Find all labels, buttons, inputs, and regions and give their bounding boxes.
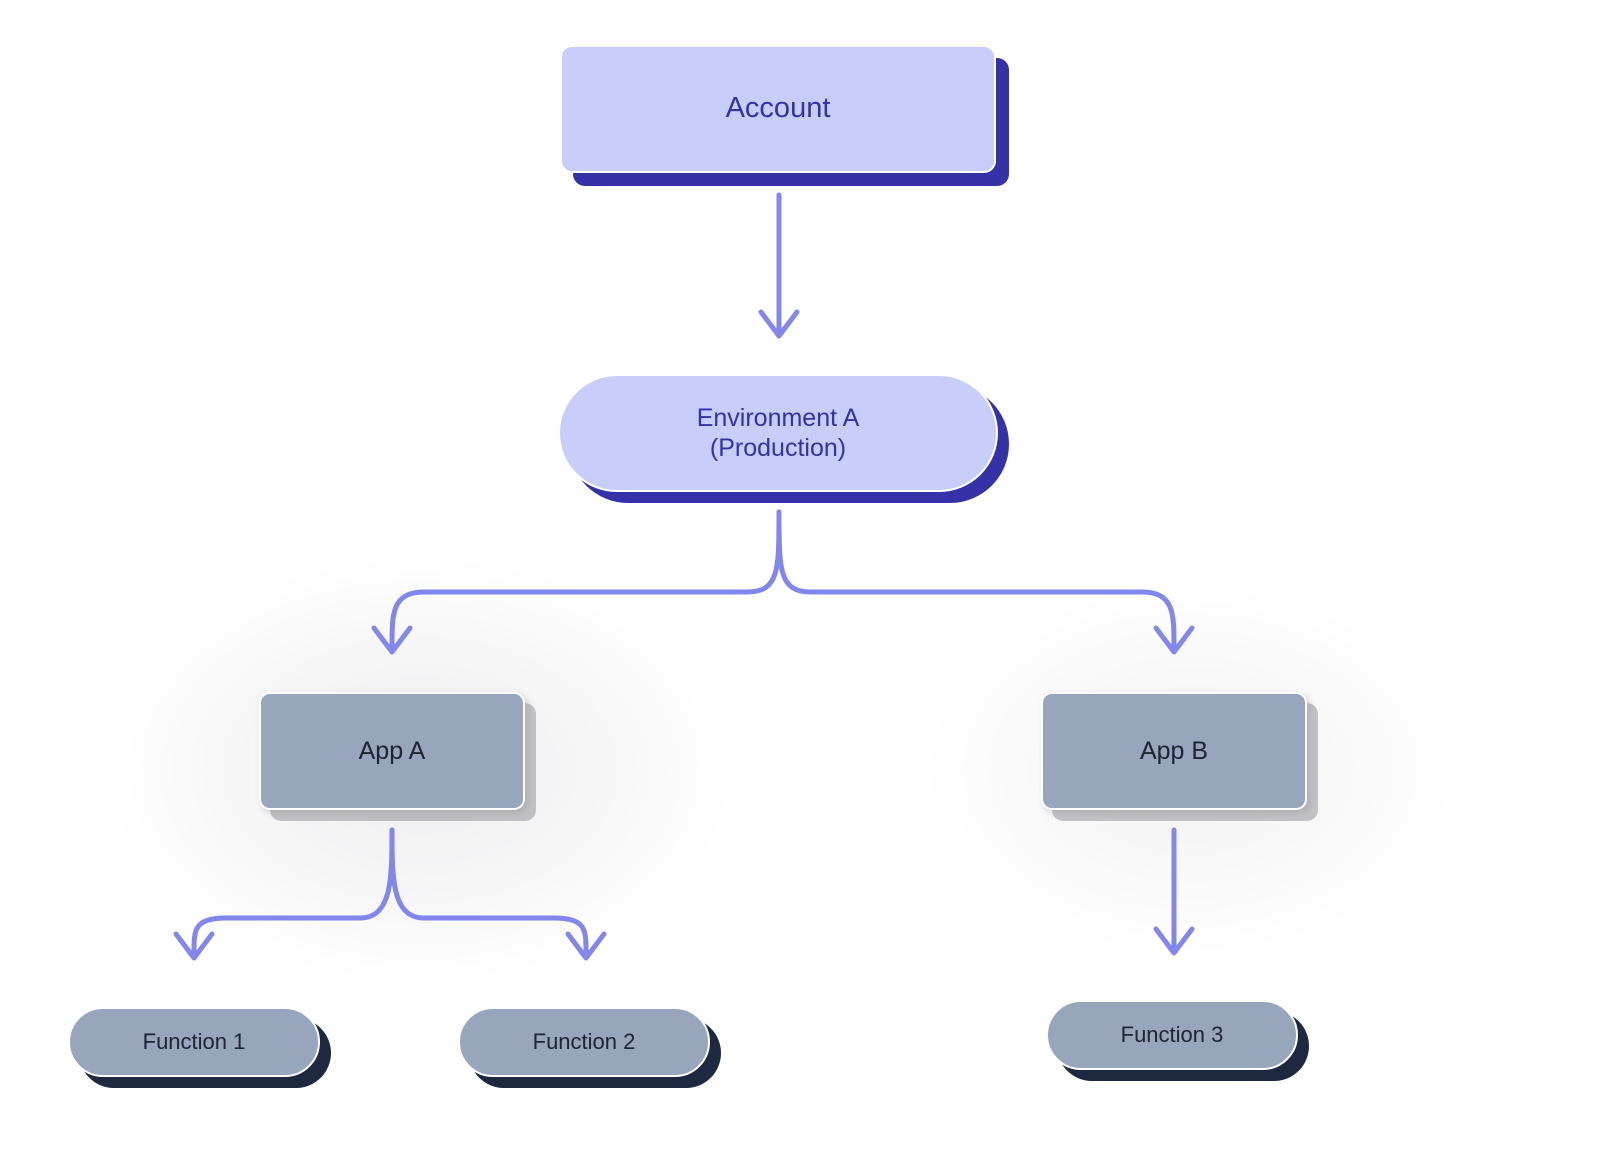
node-account-label: Account <box>725 92 831 125</box>
node-function-2-label: Function 2 <box>532 1028 636 1054</box>
node-app-a[interactable]: App A <box>259 692 525 810</box>
edge-account-to-environment-a <box>758 192 800 339</box>
node-function-3[interactable]: Function 3 <box>1046 1000 1298 1070</box>
edge-app-b-to-function-3 <box>1153 827 1195 956</box>
node-environment-a-label: Environment A (Production) <box>696 403 860 463</box>
node-function-2[interactable]: Function 2 <box>458 1007 710 1077</box>
node-account[interactable]: Account <box>560 45 996 173</box>
edge-app-a-to-function-1 <box>173 827 395 961</box>
edge-app-a-to-function-2 <box>389 827 607 961</box>
node-function-1[interactable]: Function 1 <box>68 1007 320 1077</box>
node-app-a-label: App A <box>358 736 426 765</box>
edge-environment-a-to-app-a <box>371 509 782 655</box>
node-app-b-label: App B <box>1139 736 1209 765</box>
node-app-b[interactable]: App B <box>1041 692 1307 810</box>
node-environment-a[interactable]: Environment A (Production) <box>558 374 998 492</box>
node-function-3-label: Function 3 <box>1120 1021 1224 1047</box>
edge-environment-a-to-app-b <box>776 509 1195 655</box>
node-function-1-label: Function 1 <box>142 1028 246 1054</box>
